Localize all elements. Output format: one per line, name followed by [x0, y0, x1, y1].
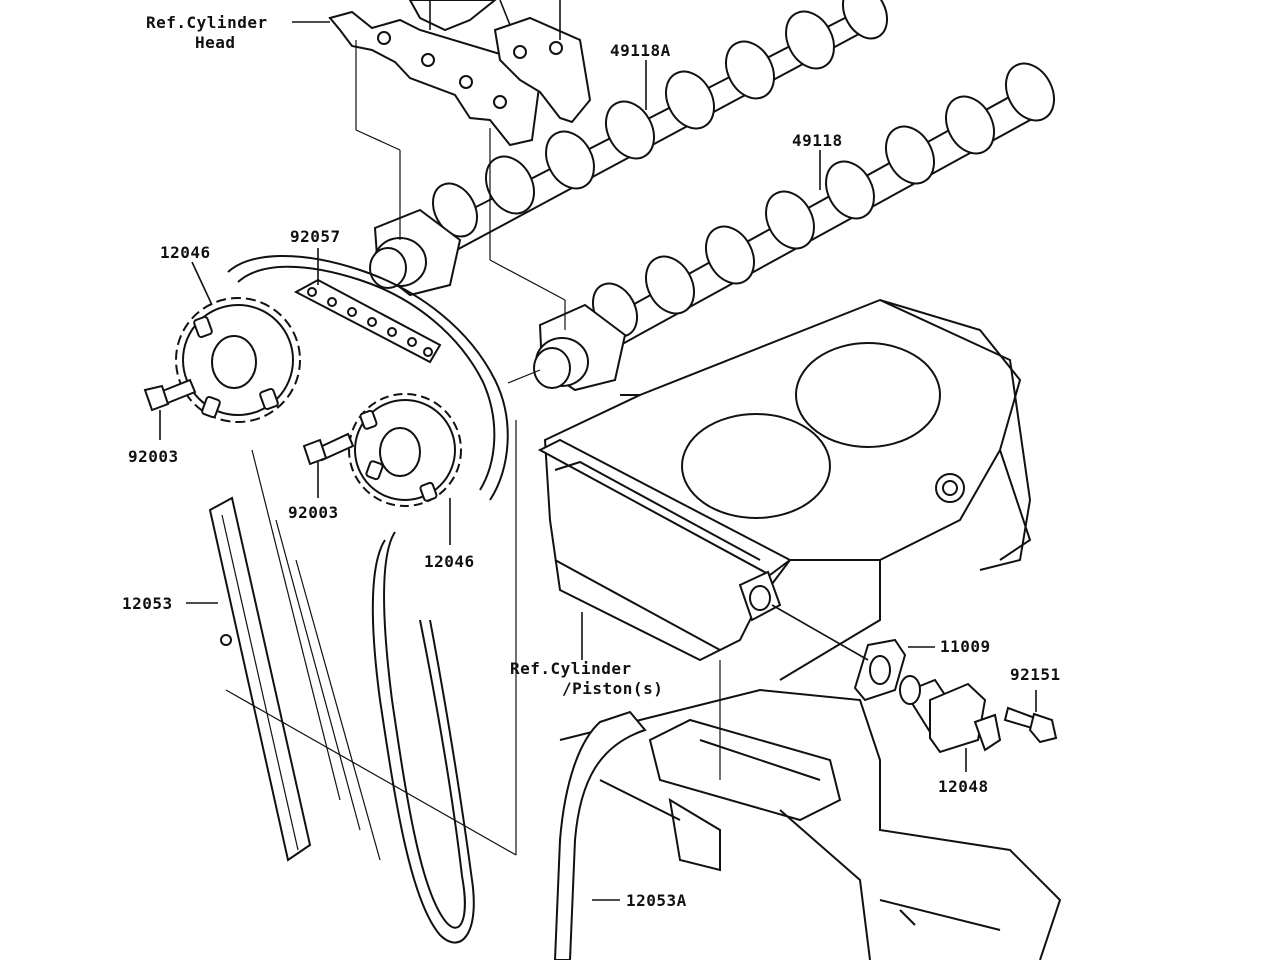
chain-guide-12053	[208, 496, 312, 862]
label-12053: 12053	[122, 594, 173, 613]
camshaft-49118	[533, 62, 1055, 392]
label-92003-left: 92003	[128, 447, 179, 466]
gasket-11009	[853, 638, 907, 702]
cam-chain-92057	[293, 278, 442, 364]
bolt-92003-left	[143, 378, 197, 412]
sprocket-12046-upper	[175, 297, 301, 423]
camshaft-49118A	[369, 0, 889, 297]
label-92057: 92057	[290, 227, 341, 246]
cam-chain-loop-lower	[371, 531, 475, 944]
label-12046-upper: 12046	[160, 243, 211, 262]
cylinder-head-bracket	[328, 0, 592, 147]
part-labels: Ref.Cylinder Head 49118A 49118 92057 120…	[122, 13, 1061, 910]
label-11009: 11009	[940, 637, 991, 656]
chain-guide-12053A	[553, 710, 647, 960]
bolt-92151	[1003, 706, 1058, 744]
label-49118A: 49118A	[610, 41, 671, 60]
label-ref-cylinder-head-2: Head	[195, 33, 236, 52]
label-12048: 12048	[938, 777, 989, 796]
sprocket-12046-lower	[348, 393, 462, 507]
cylinder-block	[537, 298, 1032, 681]
label-ref-cylinder-head: Ref.Cylinder	[146, 13, 268, 32]
label-92151: 92151	[1010, 665, 1061, 684]
label-ref-cylinder-piston: Ref.Cylinder	[510, 659, 632, 678]
label-12053A: 12053A	[626, 891, 687, 910]
tensioner-12048	[899, 675, 1002, 754]
label-12046-lower: 12046	[424, 552, 475, 571]
cam-chain-upper-guide	[227, 255, 509, 501]
label-49118: 49118	[792, 131, 843, 150]
label-92003-mid: 92003	[288, 503, 339, 522]
leader-lines	[159, 21, 1037, 901]
crankcase	[559, 688, 1062, 960]
bolt-92003-mid	[302, 432, 355, 466]
label-ref-cylinder-piston-2: /Piston(s)	[562, 679, 663, 698]
